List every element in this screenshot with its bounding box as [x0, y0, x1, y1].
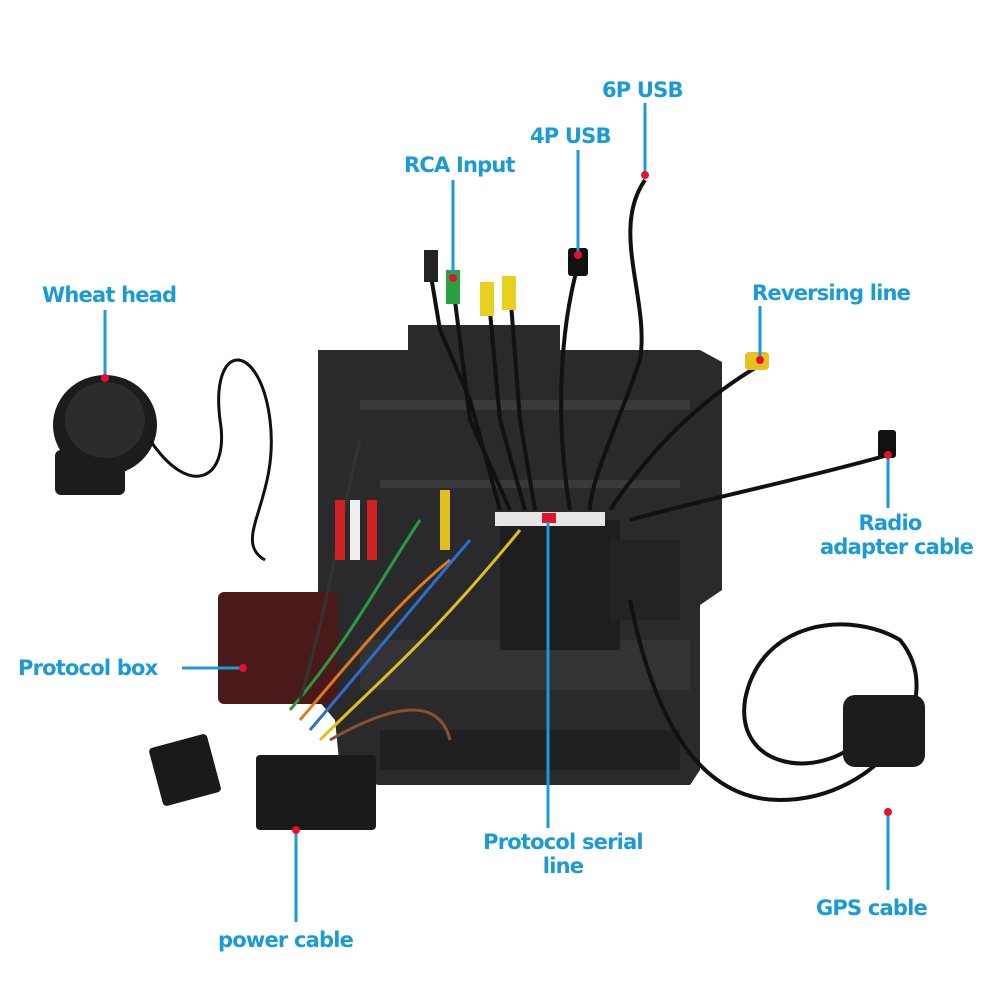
label-protocol-box: Protocol box [18, 656, 158, 680]
label-serial-line2: line [542, 854, 584, 878]
label-radio-adapter: Radio adapter cable [820, 511, 974, 559]
top-cables [428, 178, 919, 803]
speaker-wheat-head [53, 358, 273, 562]
radio-plug [878, 430, 896, 458]
label-wheat-head: Wheat head [42, 283, 177, 307]
small-connector [149, 734, 221, 806]
head-unit-back-panel [318, 325, 722, 785]
label-6p-usb: 6P USB [602, 78, 684, 102]
wire-harness [288, 439, 522, 742]
label-protocol-serial-line: Protocol serial line [478, 830, 648, 878]
rca-black [424, 250, 438, 282]
label-gps-cable: GPS cable [816, 896, 928, 920]
label-reversing-line: Reversing line [752, 281, 911, 305]
gps-antenna [843, 695, 925, 767]
usb-4p-plug [568, 248, 588, 276]
label-power-cable: power cable [218, 928, 354, 952]
label-radio-line2: adapter cable [820, 535, 974, 559]
protocol-box [218, 592, 338, 704]
power-connector [256, 755, 376, 830]
leader-lines [103, 103, 890, 922]
label-4p-usb: 4P USB [530, 124, 612, 148]
label-radio-line1: Radio [858, 511, 923, 535]
label-rca-input: RCA Input [404, 153, 516, 177]
marker-dots [101, 171, 892, 834]
rca-yellow-2 [502, 276, 516, 310]
label-serial-line1: Protocol serial [483, 830, 644, 854]
rca-yellow-1 [480, 282, 494, 316]
